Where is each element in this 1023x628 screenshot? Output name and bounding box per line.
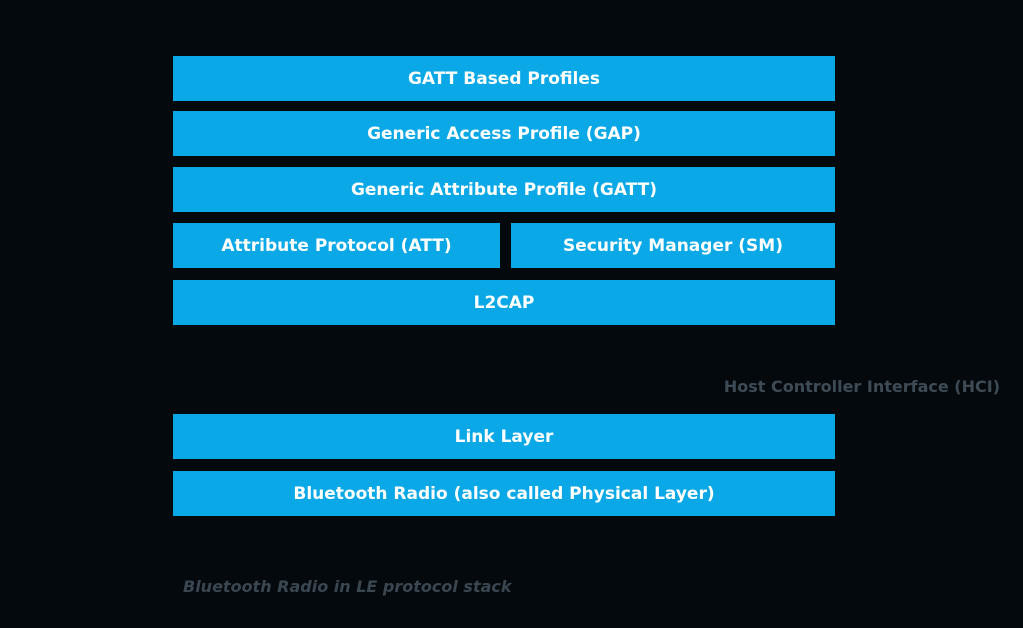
security-manager-label: Security Manager (SM) xyxy=(563,235,783,256)
att-label: Attribute Protocol (ATT) xyxy=(221,235,452,256)
link-layer-label: Link Layer xyxy=(454,426,554,447)
att-block: Attribute Protocol (ATT) xyxy=(173,223,500,268)
bluetooth-radio-label: Bluetooth Radio (also called Physical La… xyxy=(293,483,715,504)
gatt-based-profiles-block: GATT Based Profiles xyxy=(173,56,835,101)
gap-label: Generic Access Profile (GAP) xyxy=(367,123,641,144)
bluetooth-radio-block: Bluetooth Radio (also called Physical La… xyxy=(173,471,835,516)
gatt-label: Generic Attribute Profile (GATT) xyxy=(350,179,658,200)
l2cap-label: L2CAP xyxy=(473,292,535,313)
hci-label: Host Controller Interface (HCI) xyxy=(723,377,1000,396)
link-layer-block: Link Layer xyxy=(173,414,835,459)
diagram-caption: Bluetooth Radio in LE protocol stack xyxy=(183,577,512,596)
gatt-based-profiles-label: GATT Based Profiles xyxy=(407,68,601,89)
gap-block: Generic Access Profile (GAP) xyxy=(173,111,835,156)
security-manager-block: Security Manager (SM) xyxy=(511,223,835,268)
l2cap-block: L2CAP xyxy=(173,280,835,325)
gatt-block: Generic Attribute Profile (GATT) xyxy=(173,167,835,212)
